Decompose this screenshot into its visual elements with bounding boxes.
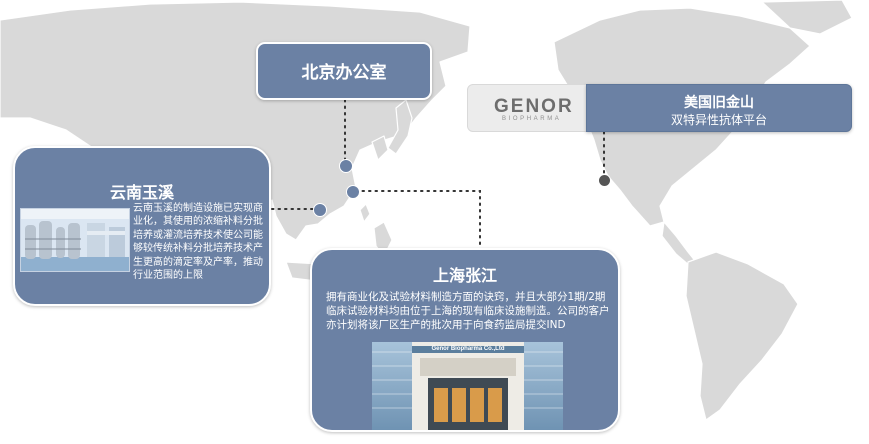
building-sign-text: Genor Biopharma Co.,Ltd	[431, 346, 505, 352]
san-francisco-office-subtitle: 双特异性抗体平台	[670, 113, 767, 127]
location-marker-icon	[313, 203, 327, 217]
beijing-office-title: 北京办公室	[301, 63, 387, 83]
san-francisco-office-title: 美国旧金山	[684, 95, 754, 111]
location-marker-icon	[339, 159, 353, 173]
yunnan-office-card: 云南玉溪 云南玉溪的制造设施已实	[13, 146, 271, 306]
genor-logo-subtext: BIOPHARMA	[502, 116, 562, 122]
genor-logo-text: GENOR	[494, 96, 574, 117]
yunnan-facility-photo	[20, 208, 130, 272]
shanghai-office-card: 上海张江 拥有商业化及试验材料制造方面的诀窍，并且大部分1期/2期临床试验材料均…	[310, 248, 620, 432]
central-america	[661, 221, 697, 267]
japan-islands	[387, 99, 413, 155]
greenland-island	[761, 0, 853, 35]
location-marker-icon	[346, 185, 360, 199]
shanghai-connector	[355, 190, 481, 251]
location-marker-icon	[598, 174, 611, 187]
south-america-continent	[685, 251, 799, 421]
taiwan-island	[359, 203, 371, 223]
yunnan-office-description: 云南玉溪的制造设施已实现商业化，其使用的浓缩补料分批培养或灌流培养技术使公司能够…	[133, 203, 263, 282]
shanghai-building-photo: Genor Biopharma Co.,Ltd	[372, 342, 563, 430]
korea-peninsula	[371, 135, 389, 161]
beijing-office-card: 北京办公室	[256, 42, 432, 100]
genor-logo-box: GENOR BIOPHARMA	[467, 84, 587, 132]
san-francisco-office-card: 美国旧金山 双特异性抗体平台	[586, 84, 852, 132]
yunnan-office-title: 云南玉溪	[109, 183, 174, 202]
shanghai-office-title: 上海张江	[432, 266, 497, 285]
shanghai-office-description: 拥有商业化及试验材料制造方面的诀窍，并且大部分1期/2期临床试验材料均由位于上海…	[326, 291, 610, 331]
